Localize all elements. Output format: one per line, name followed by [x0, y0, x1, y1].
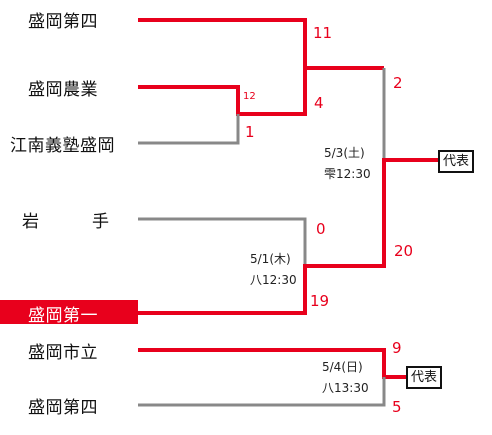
representative-badge: 代表	[438, 150, 475, 173]
line-morioka-daiyon-top	[138, 18, 384, 70]
game-info: 5/1(木) 八12:30	[250, 249, 297, 291]
line-morioka-nogyo	[138, 68, 307, 116]
game-venue: 雫12:30	[324, 167, 371, 181]
line-morioka-daiyon-bottom	[138, 377, 386, 407]
score: 9	[392, 339, 402, 357]
team-highlight: 盛岡第一	[0, 300, 138, 326]
team-name: 江南義塾盛岡	[10, 136, 115, 156]
score: 1	[245, 123, 255, 141]
game-info: 5/3(土) 雫12:30	[324, 143, 371, 185]
team-name: 盛岡市立	[28, 343, 98, 363]
game-date: 5/1(木)	[250, 252, 291, 266]
team-name: 盛岡第四	[28, 12, 98, 32]
representative-badge: 代表	[406, 366, 443, 389]
team-name: 盛岡農業	[28, 80, 98, 100]
game-date: 5/3(土)	[324, 146, 365, 160]
team-name: 盛岡第四	[28, 398, 98, 418]
score: 12	[243, 91, 256, 102]
score: 0	[316, 220, 326, 238]
line-morioka-daiichi	[138, 158, 438, 315]
score: 11	[313, 24, 333, 42]
game-venue: 八12:30	[250, 273, 297, 287]
score: 2	[393, 74, 403, 92]
game-date: 5/4(日)	[322, 360, 363, 374]
team-name: 岩 手	[22, 212, 110, 232]
game-info: 5/4(日) 八13:30	[322, 357, 369, 399]
line-konan	[138, 114, 240, 145]
line-iwate	[138, 217, 307, 266]
team-name: 盛岡第一	[28, 306, 98, 326]
score: 19	[310, 292, 330, 310]
line-morioka-shiritsu	[138, 348, 408, 379]
score: 4	[314, 94, 324, 112]
score: 20	[394, 242, 414, 260]
game-venue: 八13:30	[322, 381, 369, 395]
score: 5	[392, 398, 402, 416]
